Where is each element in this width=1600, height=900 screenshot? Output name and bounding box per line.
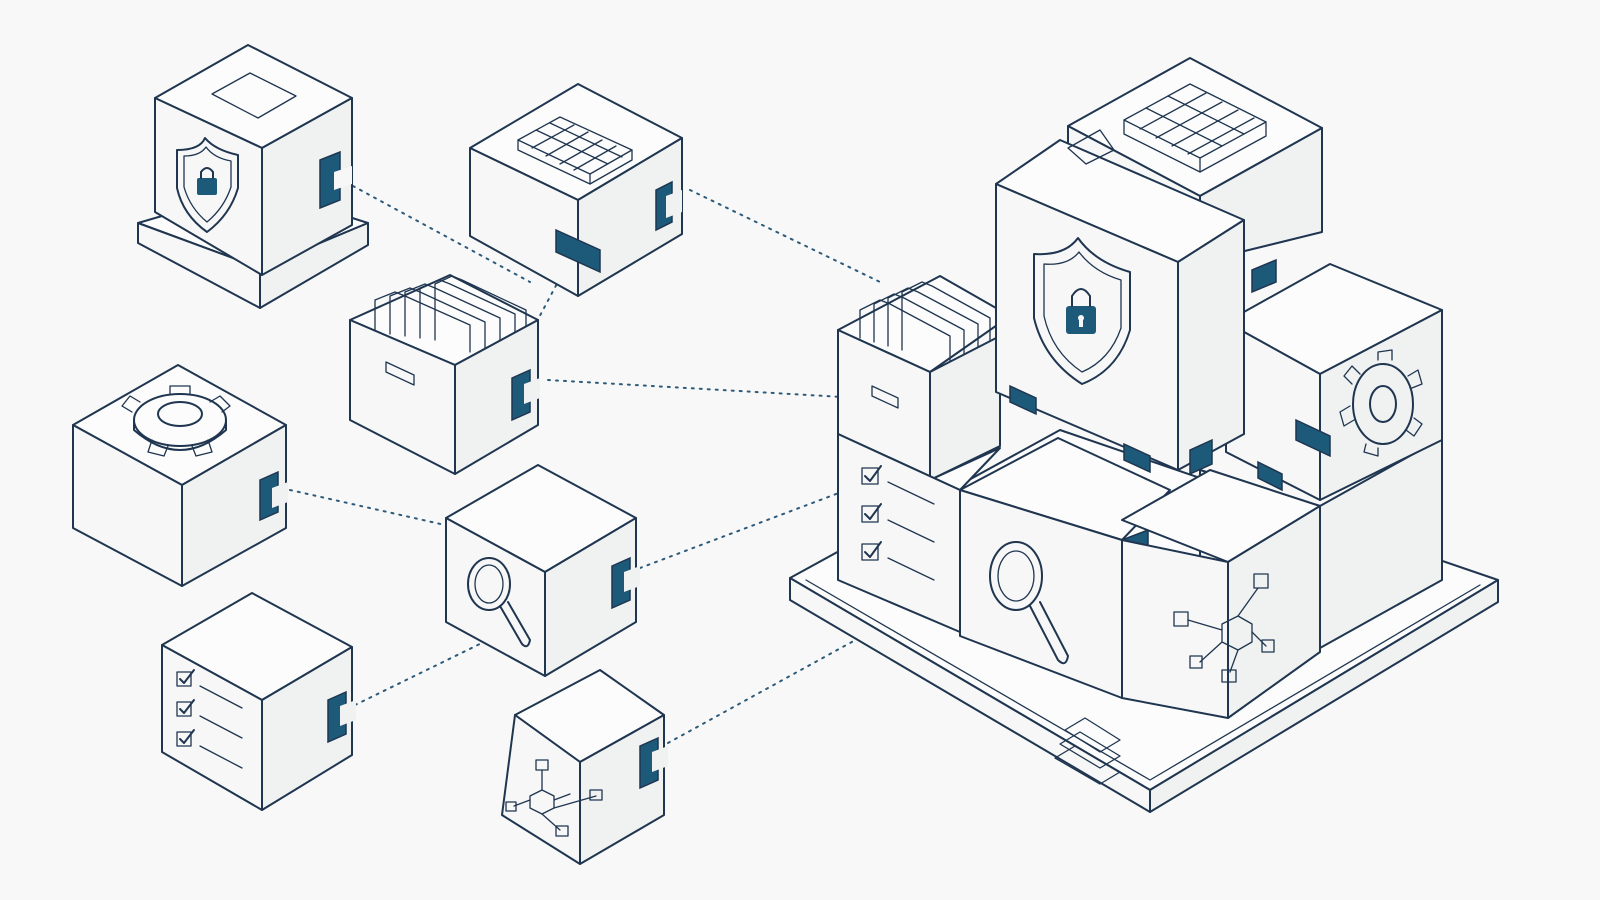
- cube-right-face: [454, 319, 539, 475]
- connector-grid-to-archive: [534, 277, 561, 326]
- grid-blocks-icon: [1123, 83, 1267, 173]
- stack-shield-block: [995, 129, 1245, 476]
- grid-blocks-icon: [517, 116, 633, 185]
- network-nodes-icon: [505, 759, 603, 837]
- base-steps: [1054, 717, 1121, 785]
- stack-gear-block: [1225, 263, 1443, 501]
- assembled-stack: [789, 57, 1499, 813]
- connector-socket: [511, 368, 540, 422]
- connector-socket: [259, 470, 288, 522]
- connector-settings-to-search: [289, 489, 446, 526]
- connector-socket-2: [1123, 442, 1151, 474]
- network-module: [501, 669, 668, 865]
- connector-socket: [1257, 460, 1283, 492]
- settings-module: [72, 364, 288, 587]
- gear-icon: [1339, 349, 1423, 457]
- stack-file-box-block: [837, 275, 1011, 481]
- connector-socket: [555, 180, 682, 274]
- cube-right-face: [181, 424, 287, 587]
- drawer-handle: [385, 361, 415, 386]
- cube-right-face: [261, 97, 353, 276]
- connector-search-to-stack: [639, 484, 861, 569]
- file-box-icon: [374, 275, 527, 353]
- shield-lock-icon: [1033, 237, 1131, 385]
- connector-grid-to-stack: [689, 189, 881, 283]
- connector-socket-3: [1189, 438, 1213, 476]
- checklist-icon: [176, 669, 243, 769]
- file-box-icon: [859, 281, 991, 363]
- magnifier-icon: [467, 557, 531, 648]
- search-module: [445, 464, 640, 677]
- cube-right-face: [577, 137, 683, 297]
- stack-top-socket: [1251, 258, 1277, 294]
- top-tab: [1067, 129, 1115, 165]
- cube-right-face: [544, 517, 637, 677]
- connector-socket: [639, 736, 668, 790]
- security-module: [137, 44, 369, 309]
- checklist-module: [161, 592, 356, 811]
- connector-socket: [319, 150, 352, 210]
- network-nodes-icon: [1173, 573, 1275, 683]
- archive-module: [349, 274, 540, 475]
- connector-security-to-archive: [352, 185, 531, 283]
- cube-right-face: [261, 646, 353, 811]
- connector-lines: [289, 185, 911, 744]
- connector-socket: [611, 556, 640, 610]
- stack-checklist-block: [837, 433, 1001, 633]
- checklist-icon: [861, 465, 935, 581]
- top-inset: [211, 72, 297, 119]
- connector-socket: [1295, 418, 1331, 458]
- grid-module: [469, 83, 683, 297]
- magnifier-icon: [989, 541, 1069, 665]
- connector-socket: [1009, 384, 1037, 416]
- connector-checklist-to-search: [354, 639, 489, 706]
- gear-icon: [121, 385, 231, 457]
- connector-network-to-stack: [667, 609, 911, 744]
- connector-socket: [327, 690, 356, 744]
- shield-lock-icon: [176, 137, 239, 233]
- connector-archive-to-stack: [547, 379, 861, 399]
- drawer-handle: [871, 385, 899, 409]
- stack-network-block: [1121, 460, 1321, 719]
